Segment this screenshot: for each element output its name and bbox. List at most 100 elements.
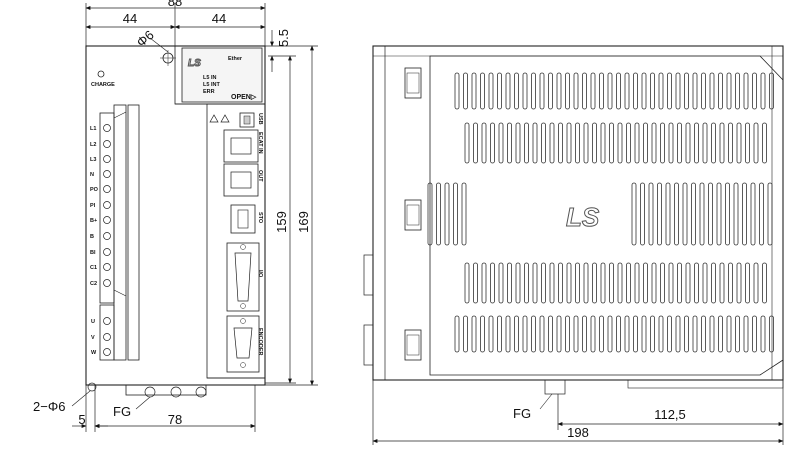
vent-slot xyxy=(702,122,708,164)
dim-depth-part: 112,5 xyxy=(654,407,686,422)
vent-slot xyxy=(616,315,621,353)
vent-slot xyxy=(668,262,674,304)
vent-slot xyxy=(728,262,733,304)
vent-slot xyxy=(454,315,460,353)
terminal-label: B+ xyxy=(90,218,97,224)
vent-slot xyxy=(463,72,468,110)
vent-slot xyxy=(592,122,597,164)
vent-slot xyxy=(762,122,767,164)
terminal-label: U xyxy=(91,319,95,325)
terminal-label: L1 xyxy=(90,126,96,132)
vent-slot xyxy=(498,262,504,304)
vent-slot xyxy=(599,315,604,353)
terminal-screws-top xyxy=(103,124,111,287)
ecat-out-label: OUT xyxy=(257,170,263,182)
vent-slot xyxy=(617,122,623,164)
vent-slot xyxy=(657,182,662,246)
vent-slot xyxy=(658,72,664,110)
vent-slot xyxy=(539,315,545,353)
vent-slot xyxy=(677,122,682,164)
vent-slot xyxy=(651,122,657,164)
vent-slot xyxy=(590,315,596,353)
vent-slot xyxy=(582,72,587,110)
vent-slot xyxy=(709,315,715,353)
vent-slot xyxy=(728,122,733,164)
vent-slot xyxy=(548,72,553,110)
vent-slot xyxy=(573,72,579,110)
vent-slot xyxy=(701,72,706,110)
vent-slot xyxy=(515,262,521,304)
vent-slot xyxy=(444,182,450,246)
vent-slot xyxy=(736,122,742,164)
vent-slot xyxy=(473,262,478,304)
vent-slot xyxy=(677,262,682,304)
vent-slot xyxy=(709,72,715,110)
charge-label: CHARGE xyxy=(91,82,115,88)
vent-slot xyxy=(701,315,706,353)
vent-slot xyxy=(490,122,495,164)
vent-slot xyxy=(685,262,691,304)
brand-logo-front: LS xyxy=(188,58,201,69)
front-view xyxy=(71,3,318,432)
vent-slot xyxy=(575,122,580,164)
vent-slot xyxy=(719,262,725,304)
vent-slot xyxy=(718,72,723,110)
vent-slot xyxy=(702,262,708,304)
vent-slot xyxy=(609,122,614,164)
dim-top-offset: 5.5 xyxy=(276,29,291,47)
vent-slot xyxy=(453,182,458,246)
terminal-label: BI xyxy=(90,250,96,256)
vent-slot xyxy=(524,262,529,304)
vent-slot xyxy=(726,72,732,110)
terminal-label: L2 xyxy=(90,142,96,148)
terminal-label: C2 xyxy=(90,281,97,287)
terminal-label: PI xyxy=(90,203,96,209)
vent-slot xyxy=(716,182,722,246)
vent-slot xyxy=(507,122,512,164)
vent-slot xyxy=(617,262,623,304)
vent-slot xyxy=(514,72,519,110)
vent-slot xyxy=(481,262,487,304)
vent-slot xyxy=(660,262,665,304)
vent-slot xyxy=(643,262,648,304)
dim-bottom-width: 78 xyxy=(168,412,182,427)
led-label: ERR xyxy=(203,89,215,95)
vent-slot xyxy=(566,122,572,164)
front-view-text: 88 44 44 5.5 159 169 Φ6 2−Φ6 5 78 FG CHA… xyxy=(33,0,311,427)
vent-slot xyxy=(471,315,477,353)
fg-label-side: FG xyxy=(513,406,531,421)
vent-slot xyxy=(633,72,638,110)
dim-width-total: 88 xyxy=(168,0,182,9)
vent-slot xyxy=(743,72,749,110)
vent-slot xyxy=(753,122,759,164)
led-label: L5 INT xyxy=(203,82,220,88)
vent-slot xyxy=(685,122,691,164)
vent-slot xyxy=(505,72,511,110)
dim-height-total: 169 xyxy=(296,211,311,233)
vent-slot xyxy=(490,262,495,304)
vent-slot xyxy=(767,182,773,246)
terminal-label: L3 xyxy=(90,157,96,163)
vent-slot xyxy=(708,182,713,246)
vent-slot xyxy=(752,72,757,110)
vent-slot xyxy=(631,182,637,246)
vent-slot xyxy=(573,315,579,353)
dim-width-left: 44 xyxy=(123,11,137,26)
vent-slot xyxy=(471,72,477,110)
vent-slot xyxy=(464,122,470,164)
terminal-screws-bottom xyxy=(103,317,111,356)
vent-slot xyxy=(750,182,756,246)
open-label: OPEN▷ xyxy=(231,94,257,101)
vent-slot xyxy=(524,122,529,164)
vent-slot xyxy=(582,315,587,353)
vent-slot xyxy=(549,262,555,304)
vent-slot xyxy=(674,182,679,246)
vent-slot xyxy=(609,262,614,304)
vent-slot xyxy=(541,122,546,164)
vent-slot xyxy=(650,72,655,110)
vent-slot xyxy=(675,315,681,353)
vent-slot xyxy=(531,72,536,110)
vent-slot xyxy=(522,315,528,353)
vent-slot xyxy=(473,122,478,164)
